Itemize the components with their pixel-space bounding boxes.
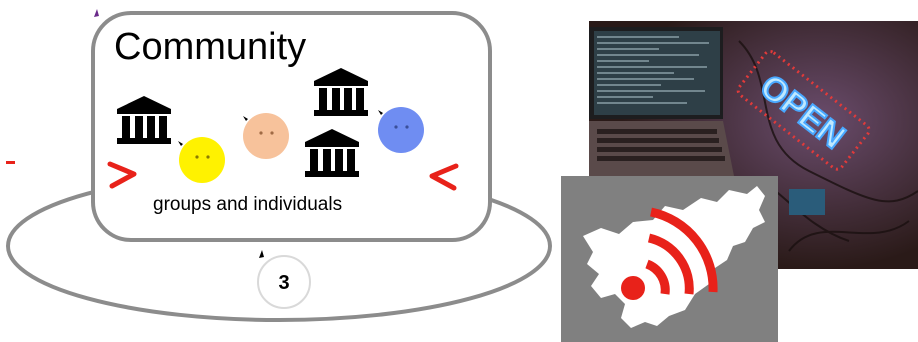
person-face-icon bbox=[178, 137, 225, 183]
red-arrowhead-icon bbox=[107, 161, 137, 189]
person-face-icon bbox=[378, 107, 424, 153]
red-dash-mark bbox=[6, 161, 15, 164]
community-caption: groups and individuals bbox=[153, 194, 342, 215]
ink-mark bbox=[259, 250, 264, 258]
map-with-wifi-signal-image bbox=[561, 176, 778, 342]
step-badge-number: 3 bbox=[278, 272, 289, 294]
red-arrowhead-icon bbox=[429, 163, 459, 191]
institution-icon bbox=[305, 129, 359, 177]
community-title: Community bbox=[114, 26, 306, 68]
institution-icon bbox=[117, 96, 171, 144]
ink-mark bbox=[94, 9, 99, 17]
wifi-signal-icon bbox=[621, 207, 718, 300]
community-box bbox=[91, 11, 492, 242]
institution-icon bbox=[314, 68, 368, 116]
person-face-icon bbox=[243, 113, 289, 159]
step-badge bbox=[257, 255, 311, 309]
circuit-board bbox=[789, 189, 825, 215]
map-with-wifi-signal-image bbox=[561, 176, 778, 342]
